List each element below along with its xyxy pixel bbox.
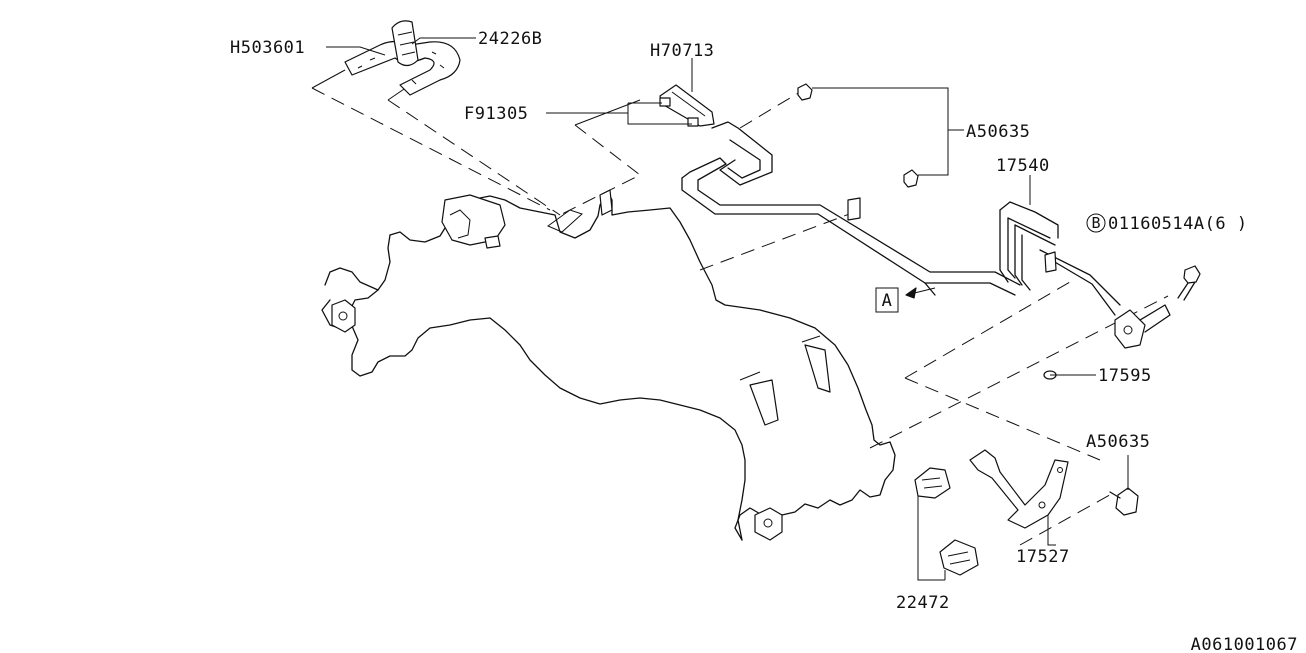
label-17540: 17540: [996, 156, 1050, 176]
label-bolt-spec: 01160514A(6 ): [1108, 214, 1248, 234]
label-a50635-top: A50635: [966, 122, 1030, 142]
hose-clamp: [391, 20, 419, 67]
label-a50635-bottom: A50635: [1086, 432, 1150, 452]
clip-lower: [939, 539, 979, 576]
bracket: [969, 449, 1069, 529]
svg-text:B: B: [1091, 214, 1100, 232]
label-17595: 17595: [1098, 366, 1152, 386]
bracket-bolt: [1109, 487, 1139, 516]
label-24226b: 24226B: [478, 29, 542, 49]
fuel-pressure-regulator: [659, 84, 715, 127]
flange-bolt: [1177, 265, 1201, 301]
bolt-top-2: [903, 169, 919, 188]
label-17527: 17527: [1016, 547, 1070, 567]
assembly-lines: [311, 69, 1169, 546]
label-h503601: H503601: [230, 38, 305, 58]
label-h70713: H70713: [650, 41, 714, 61]
leader-lines: [326, 37, 1129, 581]
label-22472: 22472: [896, 593, 950, 613]
intake-manifold: [321, 189, 896, 541]
bolt-top-1: [797, 83, 813, 101]
reference-a-box: A: [875, 287, 899, 313]
fuel-rail-end: [1114, 304, 1171, 349]
label-f91305: F91305: [464, 104, 528, 124]
figure-code: A061001067: [1191, 635, 1298, 653]
svg-text:A: A: [882, 291, 893, 311]
fuel-pipes: [681, 121, 1121, 316]
bolt-symbol: B: [1086, 213, 1106, 233]
clip-upper: [914, 467, 951, 499]
